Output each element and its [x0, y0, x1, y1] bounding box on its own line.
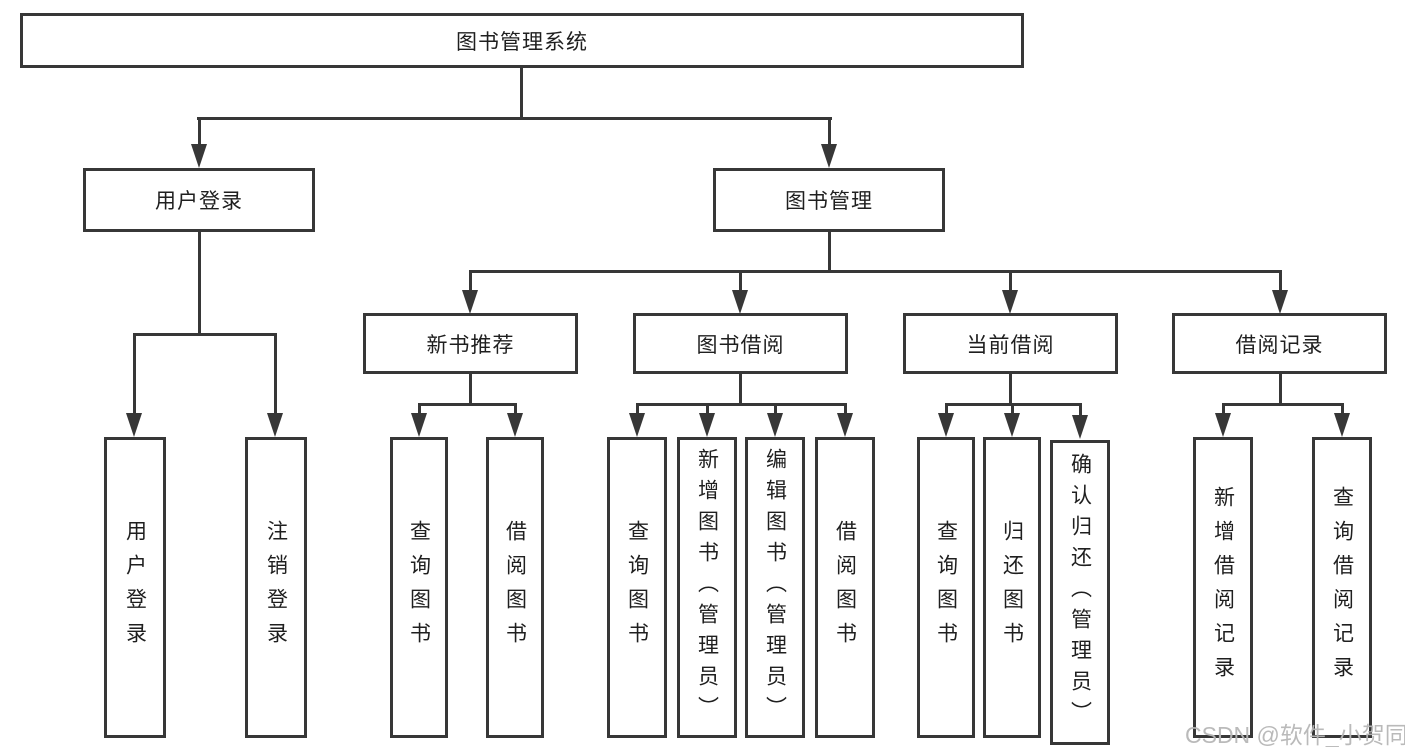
arrowhead-down-icon: [1334, 413, 1350, 437]
arrowhead-down-icon: [191, 144, 207, 168]
connector-root-rail: [197, 117, 832, 120]
leaf-confirm-return-admin: 确认归还（管理员）: [1050, 440, 1110, 745]
node-root: 图书管理系统: [20, 13, 1024, 68]
arrowhead-down-icon: [1215, 413, 1231, 437]
node-current-borrow: 当前借阅: [903, 313, 1118, 374]
arrowhead-down-icon: [767, 413, 783, 437]
csdn-watermark: CSDN @软件_小贺同学: [1185, 722, 1405, 747]
connector-borrow-leaf3-tail: [774, 403, 777, 415]
leaf-recommend-query-book: 查询图书: [390, 437, 448, 738]
node-root-label: 图书管理系统: [456, 30, 588, 54]
arrowhead-down-icon: [821, 144, 837, 168]
arrowhead-down-icon: [732, 290, 748, 314]
node-borrow-records: 借阅记录: [1172, 313, 1387, 374]
arrowhead-down-icon: [267, 413, 283, 437]
leaf-recommend-query-book-label: 查询图书: [407, 519, 431, 656]
node-user-login: 用户登录: [83, 168, 315, 232]
arrowhead-down-icon: [411, 413, 427, 437]
connector-recommend-stem: [469, 374, 472, 406]
connector-borrow-leaf1-tail: [636, 403, 639, 415]
arrowhead-down-icon: [1272, 290, 1288, 314]
leaf-logout-label: 注销登录: [264, 519, 288, 656]
leaf-current-query-book: 查询图书: [917, 437, 975, 738]
connector-root-stem: [520, 68, 523, 120]
connector-manage-branch2-tail: [739, 270, 742, 292]
connector-records-leaf1-tail: [1222, 403, 1225, 415]
leaf-query-borrow-record: 查询借阅记录: [1312, 437, 1372, 738]
arrowhead-down-icon: [126, 413, 142, 437]
connector-current-stem: [1009, 374, 1012, 406]
connector-root-to-login-tail: [198, 117, 201, 146]
arrowhead-down-icon: [938, 413, 954, 437]
connector-login-stem: [198, 232, 201, 336]
connector-borrow-stem: [739, 374, 742, 406]
leaf-borrow-book: 借阅图书: [815, 437, 875, 738]
connector-login-leaf2-tail: [274, 333, 277, 415]
connector-records-stem: [1279, 374, 1282, 406]
arrowhead-down-icon: [507, 413, 523, 437]
leaf-recommend-borrow-book-label: 借阅图书: [503, 519, 527, 656]
node-current-borrow-label: 当前借阅: [966, 333, 1055, 357]
leaf-user-login-label: 用户登录: [123, 519, 147, 656]
node-book-management-label: 图书管理: [785, 190, 873, 213]
connector-current-leaf2-tail: [1011, 403, 1014, 415]
leaf-logout: 注销登录: [245, 437, 307, 738]
node-new-book-recommend-label: 新书推荐: [426, 333, 515, 357]
leaf-add-book-admin-label: 新增图书（管理员）: [695, 448, 719, 727]
arrowhead-down-icon: [837, 413, 853, 437]
leaf-edit-book-admin-label: 编辑图书（管理员）: [763, 448, 787, 727]
leaf-add-borrow-record-label: 新增借阅记录: [1211, 485, 1235, 690]
node-book-borrow-label: 图书借阅: [696, 333, 785, 357]
connector-records-leaf2-tail: [1341, 403, 1344, 415]
node-new-book-recommend: 新书推荐: [363, 313, 578, 374]
connector-login-leaf1-tail: [133, 333, 136, 415]
connector-current-leaf3-tail: [1079, 403, 1082, 415]
leaf-return-book-label: 归还图书: [1000, 519, 1024, 656]
connector-recommend-rail: [418, 403, 517, 406]
leaf-query-borrow-record-label: 查询借阅记录: [1330, 485, 1354, 690]
connector-manage-rail: [469, 270, 1282, 273]
connector-borrow-leaf4-tail: [844, 403, 847, 415]
leaf-borrow-query-book-label: 查询图书: [625, 519, 649, 656]
leaf-edit-book-admin: 编辑图书（管理员）: [745, 437, 805, 738]
connector-recommend-leaf2-tail: [514, 403, 517, 415]
node-user-login-label: 用户登录: [155, 190, 243, 213]
connector-borrow-leaf2-tail: [706, 403, 709, 415]
node-borrow-records-label: 借阅记录: [1235, 333, 1324, 357]
connector-manage-branch1-tail: [469, 270, 472, 292]
connector-root-to-manage-tail: [828, 117, 831, 146]
arrowhead-down-icon: [462, 290, 478, 314]
arrowhead-down-icon: [699, 413, 715, 437]
arrowhead-down-icon: [1002, 290, 1018, 314]
connector-manage-branch4-tail: [1279, 270, 1282, 292]
leaf-user-login: 用户登录: [104, 437, 166, 738]
connector-current-leaf1-tail: [945, 403, 948, 415]
connector-records-rail: [1222, 403, 1344, 406]
leaf-recommend-borrow-book: 借阅图书: [486, 437, 544, 738]
leaf-borrow-query-book: 查询图书: [607, 437, 667, 738]
arrowhead-down-icon: [629, 413, 645, 437]
node-book-borrow: 图书借阅: [633, 313, 848, 374]
leaf-return-book: 归还图书: [983, 437, 1041, 738]
leaf-add-borrow-record: 新增借阅记录: [1193, 437, 1253, 738]
leaf-add-book-admin: 新增图书（管理员）: [677, 437, 737, 738]
connector-borrow-rail: [636, 403, 847, 406]
arrowhead-down-icon: [1072, 415, 1088, 439]
connector-manage-branch3-tail: [1009, 270, 1012, 292]
arrowhead-down-icon: [1004, 413, 1020, 437]
connector-manage-stem: [828, 232, 831, 273]
leaf-confirm-return-admin-label: 确认归还（管理员）: [1068, 453, 1092, 732]
node-book-management: 图书管理: [713, 168, 945, 232]
connector-recommend-leaf1-tail: [418, 403, 421, 415]
connector-login-rail: [133, 333, 277, 336]
leaf-borrow-book-label: 借阅图书: [833, 519, 857, 656]
leaf-current-query-book-label: 查询图书: [934, 519, 958, 656]
